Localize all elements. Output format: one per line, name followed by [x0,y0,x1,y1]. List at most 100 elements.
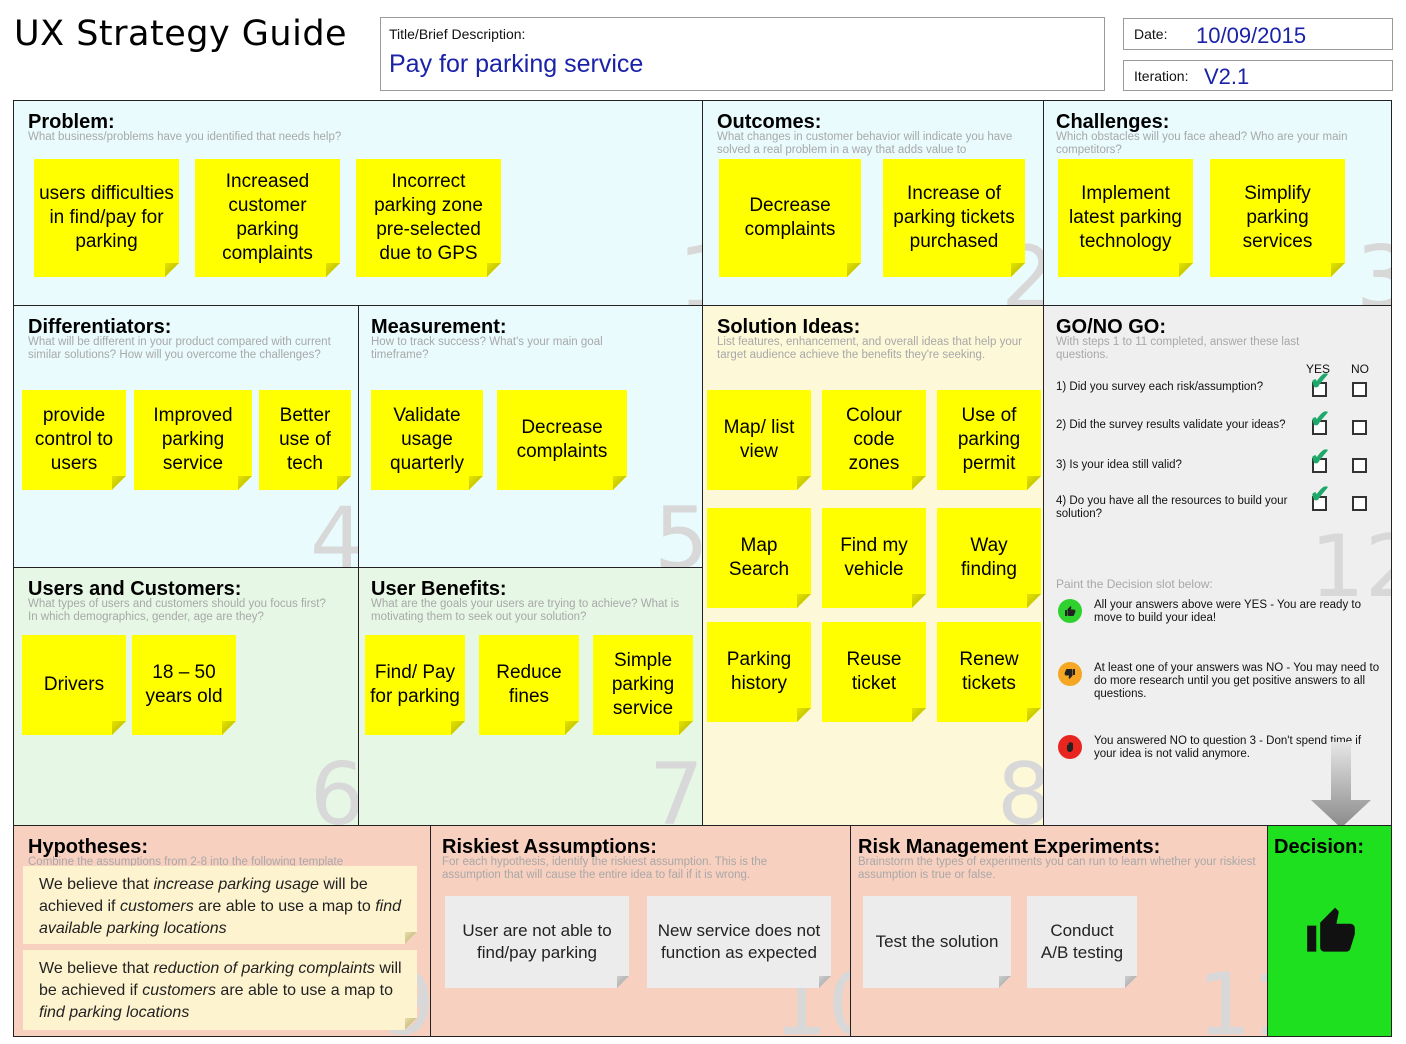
checkmark-icon: ✔ [1310,481,1331,508]
sticky-note[interactable]: Map/ list view [707,390,811,490]
decision-text: At least one of your answers was NO - Yo… [1094,662,1380,700]
section-number: 5 [654,496,702,567]
hypothesis-feature: find parking locations [39,1004,190,1021]
no-checkbox[interactable] [1352,458,1367,473]
sticky-note[interactable]: Simple parking service [593,635,693,735]
yes-checkbox[interactable] [1312,458,1327,473]
sticky-note[interactable]: Renew tickets [937,622,1041,722]
section-desc: What are the goals your users are trying… [371,598,680,623]
go-decision-dot[interactable] [1058,599,1082,623]
stop-hand-icon [1067,742,1073,752]
assumption-note[interactable]: User are not able to find/pay parking [445,896,629,988]
section-title: User Benefits: [371,578,507,600]
paint-label: Paint the Decision slot below: [1056,577,1213,591]
date-box[interactable]: Date: 10/09/2015 [1123,18,1393,50]
thumbs-up-small-icon [1065,606,1076,616]
section-title: Problem: [28,111,115,133]
section-desc: Which obstacles will you face ahead? Who… [1056,131,1348,156]
sticky-note[interactable]: Find my vehicle [822,508,926,608]
sticky-note[interactable]: Incorrect parking zone pre-selected due … [356,159,501,277]
go-no-go-section: GO/NO GO: With steps 1 to 11 completed, … [1043,305,1392,826]
sticky-note[interactable]: provide control to users [22,390,126,490]
sticky-note[interactable]: users difficulties in find/pay for parki… [34,159,179,277]
section-desc: What will be different in your product c… [28,336,331,361]
hypotheses-section: Hypotheses: Combine the assumptions from… [13,825,431,1037]
iteration-value: V2.1 [1204,64,1250,89]
experiment-note[interactable]: Test the solution [863,896,1011,988]
sticky-note[interactable]: Reuse ticket [822,622,926,722]
solution-ideas-section: Solution Ideas: List features, enhanceme… [702,305,1044,826]
sticky-note[interactable]: Increase of parking tickets purchased [883,159,1025,277]
section-number: 4 [310,496,358,567]
assumption-note[interactable]: New service does not function as expecte… [647,896,831,988]
section-number: 11 [1197,955,1267,1037]
outcomes-section: Outcomes: What changes in customer behav… [702,100,1044,306]
sticky-note[interactable]: Simplify parking services [1210,159,1345,277]
decision-section[interactable]: Decision: [1267,825,1392,1037]
sticky-note[interactable]: Improved parking service [134,390,252,490]
hypothesis-outcome: reduction of parking complaints [153,960,375,977]
sticky-note[interactable]: Way finding [937,508,1041,608]
riskiest-assumptions-section: Riskiest Assumptions: For each hypothesi… [430,825,851,1037]
question-1: 1) Did you survey each risk/assumption? [1056,381,1264,393]
sticky-note[interactable]: Map Search [707,508,811,608]
arrow-down-icon [1311,742,1371,825]
section-desc: With steps 1 to 11 completed, answer the… [1056,336,1300,361]
section-title: Riskiest Assumptions: [442,836,657,858]
hypothesis-feature: find available parking locations [39,898,401,937]
hypothesis-text: are able to use a map to [193,898,376,915]
section-title: Solution Ideas: [717,316,861,338]
sticky-note[interactable]: Find/ Pay for parking [365,635,465,735]
hypothesis-persona: customers [142,982,216,999]
section-desc: List features, enhancement, and overall … [717,336,1022,361]
hypothesis-text: We believe that [39,876,154,893]
section-desc: Combine the assumptions from 2-8 into th… [28,856,344,866]
no-go-decision-dot[interactable] [1058,735,1082,759]
users-section: Users and Customers: What types of users… [13,567,359,826]
checkmark-icon: ✔ [1310,406,1331,433]
sticky-note[interactable]: Validate usage quarterly [371,390,483,490]
hypothesis-note[interactable]: We believe that increase parking usage w… [23,866,417,944]
measurement-section: Measurement: How to track success? What'… [358,305,703,568]
section-title: Risk Management Experiments: [858,836,1161,858]
yes-checkbox[interactable] [1312,420,1327,435]
maybe-decision-dot[interactable] [1058,662,1082,686]
sticky-note[interactable]: Decrease complaints [719,159,861,277]
section-title: Decision: [1274,836,1365,858]
checkmark-icon: ✔ [1310,444,1331,471]
sticky-note[interactable]: Implement latest parking technology [1058,159,1193,277]
experiment-note[interactable]: Conduct A/B testing [1027,896,1137,988]
sticky-note[interactable]: Increased customer parking complaints [195,159,340,277]
section-number: 6 [310,752,358,825]
no-column-label: NO [1351,362,1369,376]
sticky-note[interactable]: Use of parking permit [937,390,1041,490]
question-2: 2) Did the survey results validate your … [1056,419,1286,431]
sticky-note[interactable]: 18 – 50 years old [132,635,236,735]
challenges-section: Challenges: Which obstacles will you fac… [1043,100,1392,306]
sticky-note[interactable]: Colour code zones [822,390,926,490]
sticky-note[interactable]: Drivers [22,635,126,735]
checkmark-icon: ✔ [1310,368,1331,395]
sticky-note[interactable]: Better use of tech [259,390,351,490]
no-checkbox[interactable] [1352,496,1367,511]
problem-section: Problem: What business/problems have you… [13,100,703,306]
no-checkbox[interactable] [1352,420,1367,435]
section-title: Challenges: [1056,111,1170,133]
iteration-box[interactable]: Iteration: V2.1 [1123,60,1393,91]
yes-checkbox[interactable] [1312,496,1327,511]
sticky-note[interactable]: Reduce fines [479,635,579,735]
section-desc: How to track success? What's your main g… [371,336,603,361]
no-checkbox[interactable] [1352,382,1367,397]
section-title: Users and Customers: [28,578,242,600]
sticky-note[interactable]: Parking history [707,622,811,722]
thumbs-up-icon [1307,907,1355,952]
brief-box[interactable]: Title/Brief Description: Pay for parking… [380,17,1105,91]
section-title: Differentiators: [28,316,172,338]
brief-value: Pay for parking service [389,50,644,78]
section-desc: What changes in customer behavior will i… [717,131,1013,156]
hypothesis-note[interactable]: We believe that reduction of parking com… [23,950,417,1030]
yes-checkbox[interactable] [1312,382,1327,397]
sticky-note[interactable]: Decrease complaints [497,390,627,490]
decision-text: You answered NO to question 3 - Don't sp… [1094,735,1362,760]
section-desc: What types of users and customers should… [28,598,326,623]
